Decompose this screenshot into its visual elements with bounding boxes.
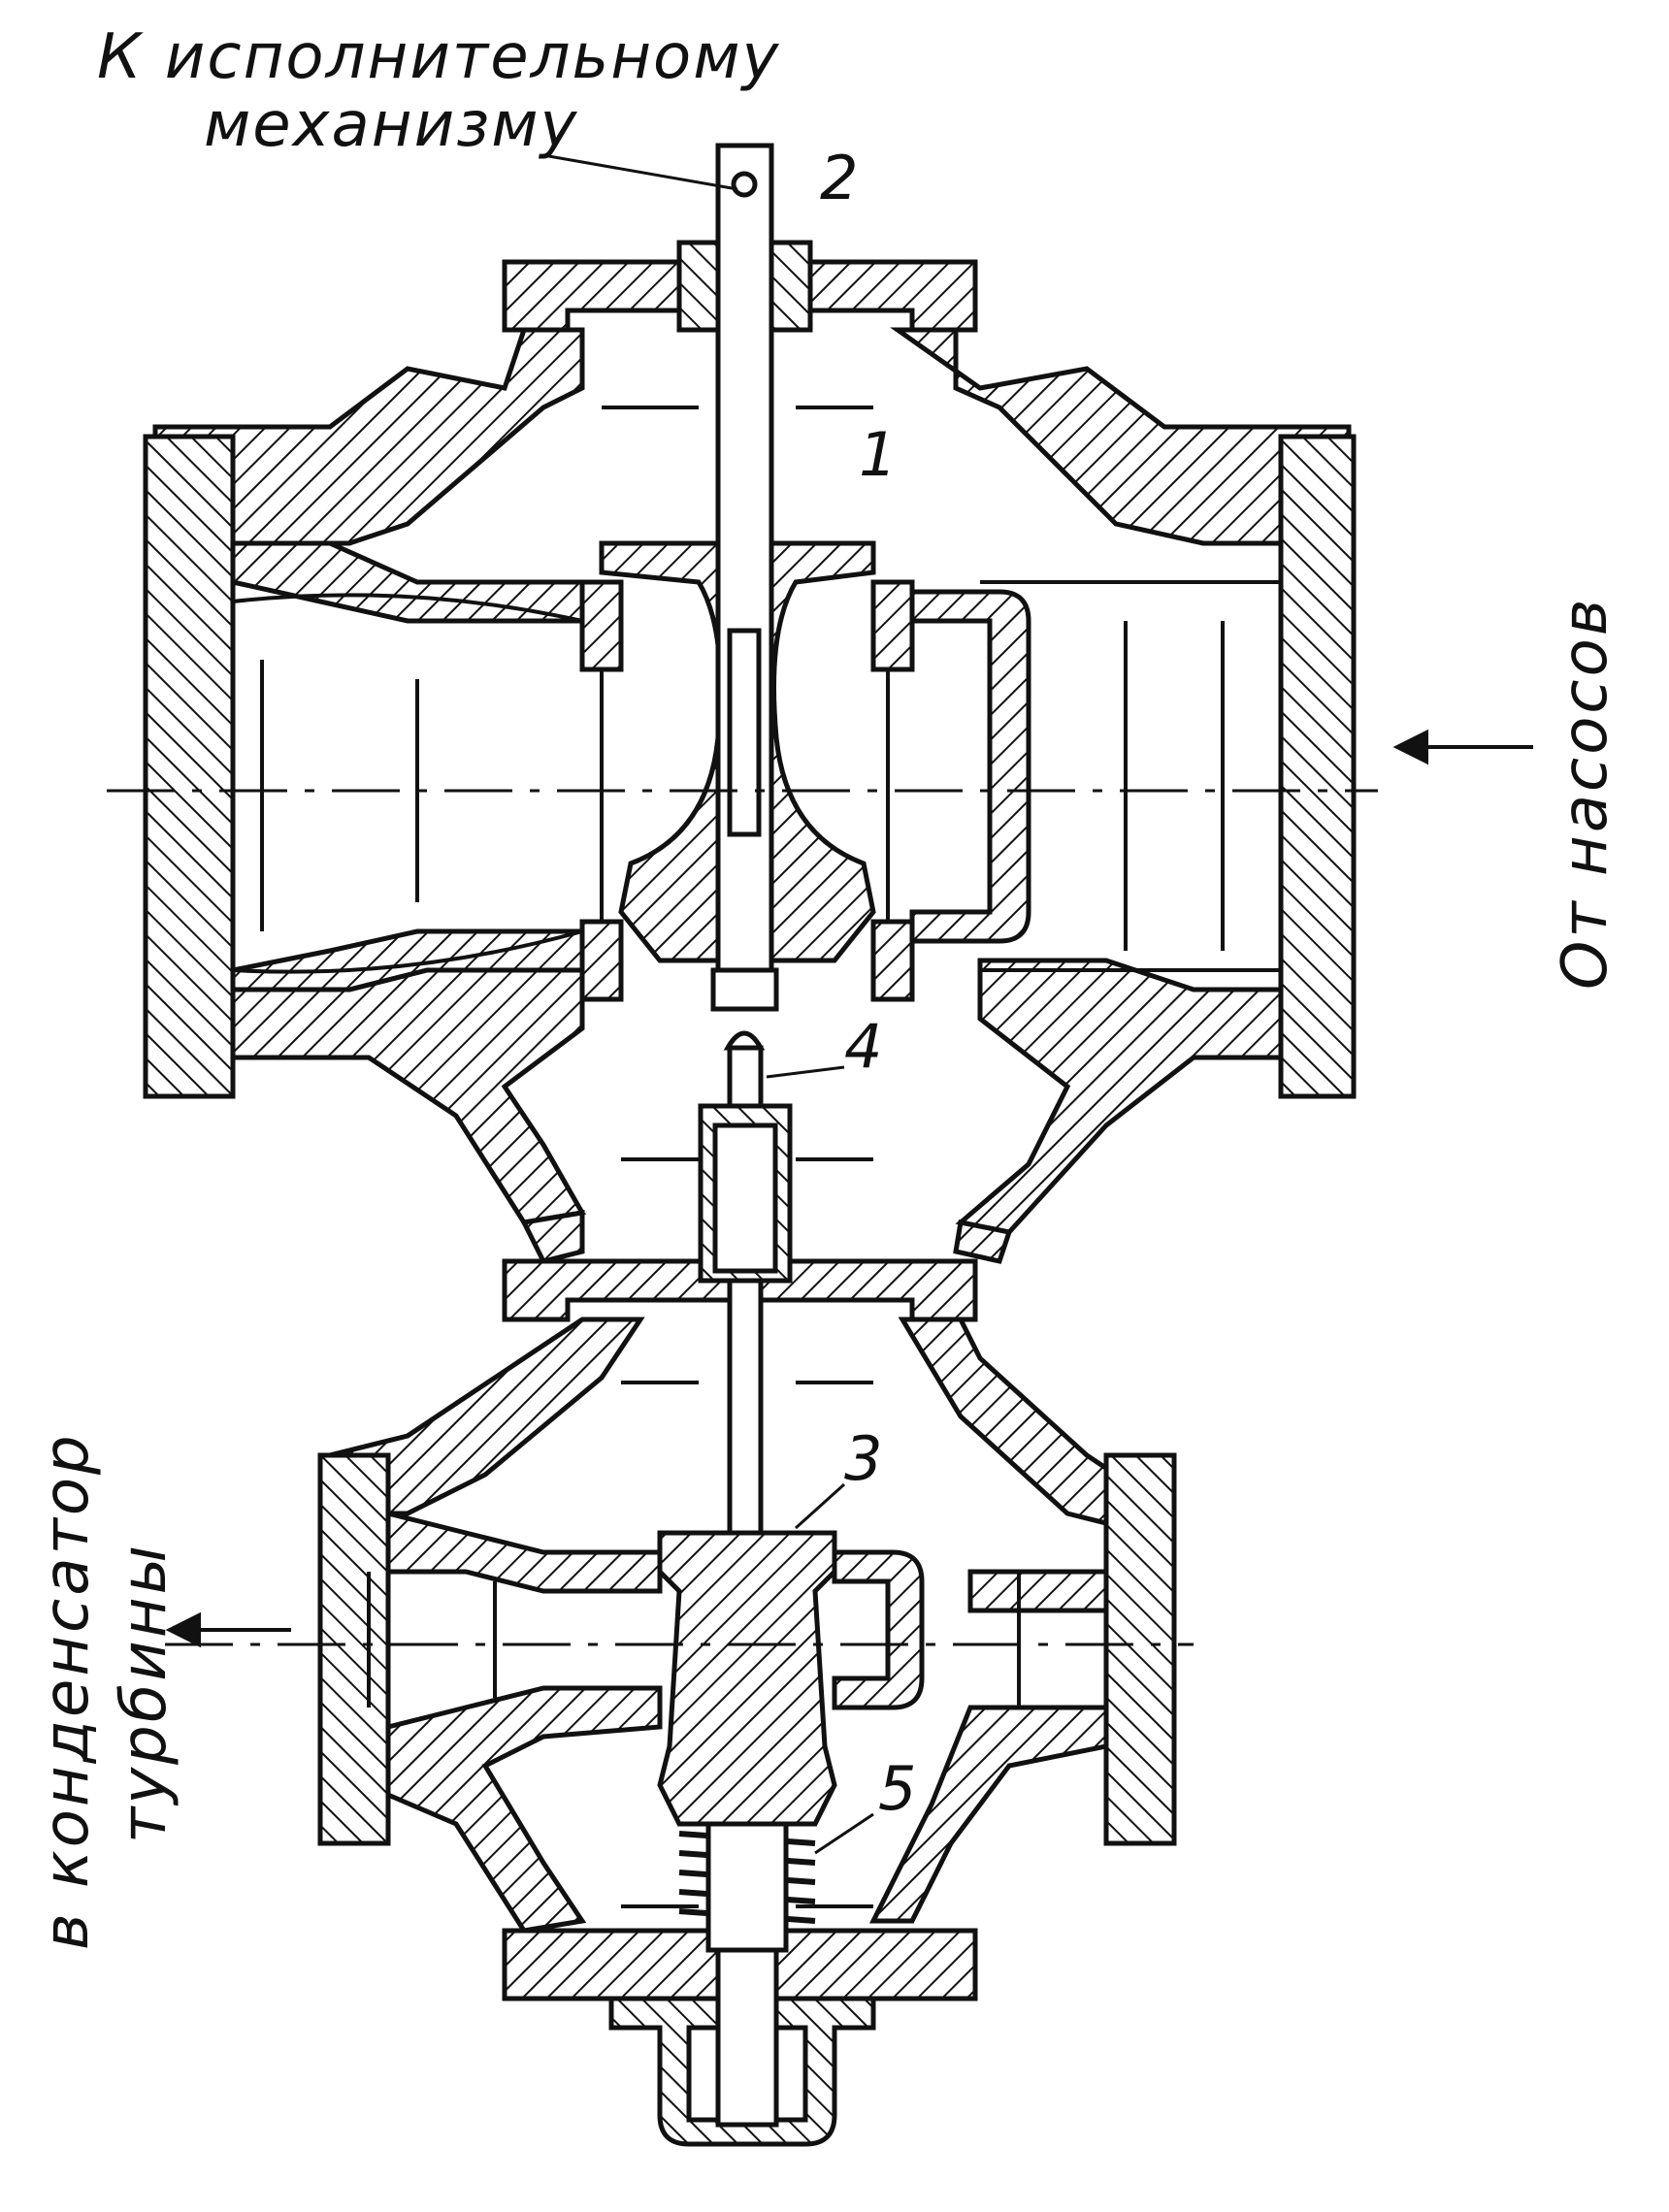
center-lines bbox=[107, 789, 1378, 1646]
section-lines bbox=[260, 406, 1225, 1908]
spring bbox=[678, 1821, 816, 1953]
lower-valve-cage bbox=[657, 1530, 925, 1827]
part-number-2: 2 bbox=[820, 143, 858, 213]
top-label-line1: К исполнительному bbox=[97, 21, 780, 93]
part-number-5: 5 bbox=[878, 1753, 916, 1824]
flow-arrow-in bbox=[1392, 729, 1533, 765]
upper-valve-body bbox=[143, 259, 1357, 1235]
left-label-line1: в конденсатор bbox=[31, 1432, 103, 1950]
bottom-cap bbox=[608, 1947, 876, 2147]
upper-cage-lines bbox=[600, 669, 890, 922]
upper-flow-lines bbox=[231, 580, 1281, 974]
flow-arrow-out bbox=[165, 1611, 291, 1648]
upper-valve-cage bbox=[579, 579, 1031, 1002]
upper-stem bbox=[676, 143, 813, 1012]
top-label-line2: механизму bbox=[204, 89, 578, 161]
left-label-line2: турбины bbox=[109, 1543, 180, 1843]
leader-lines bbox=[542, 153, 874, 1855]
right-label: От насосов bbox=[1550, 597, 1621, 990]
part-number-1: 1 bbox=[859, 419, 897, 490]
part-number-3: 3 bbox=[844, 1423, 882, 1494]
part-number-4: 4 bbox=[844, 1011, 882, 1082]
